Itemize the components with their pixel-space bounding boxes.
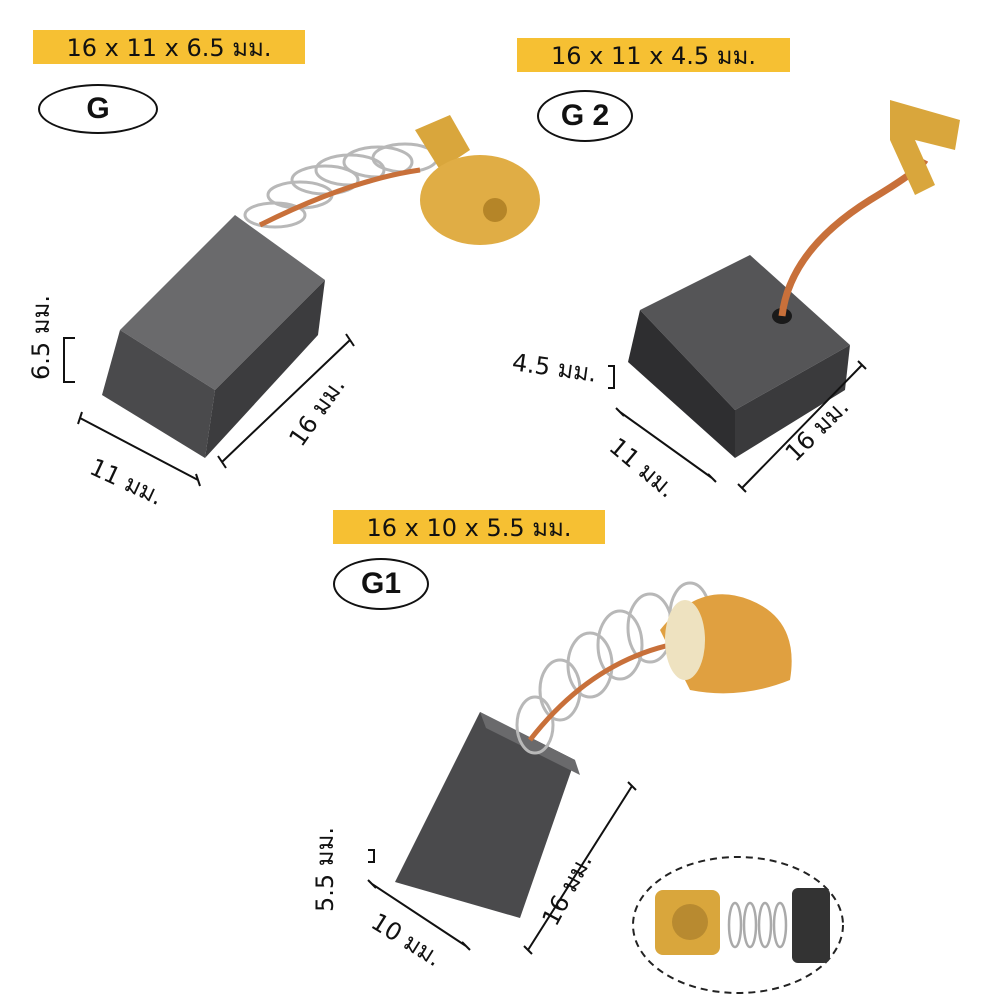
spring-g [243,142,439,229]
size-banner-g1: 16 x 10 x 5.5 มม. [333,510,605,544]
terminal-g [415,115,540,245]
terminal-g2 [890,100,960,195]
model-badge-g1: G1 [333,558,429,610]
dimension-thickness-g1: 5.5 มม. [311,826,340,913]
model-badge-g: G [38,84,158,134]
dimension-thickness-g: 6.5 มม. [27,294,56,381]
size-banner-g2: 16 x 11 x 4.5 มม. [517,38,790,72]
carbon-brush-g1 [395,712,580,918]
carbon-brush-g [102,215,325,458]
copper-wire-g [258,167,421,228]
carbon-brush-g2 [628,255,850,458]
dimension-lines [63,333,867,955]
size-banner-g: 16 x 11 x 6.5 มม. [33,30,305,64]
detail-inset [632,856,844,994]
model-badge-g2: G 2 [537,90,633,142]
copper-wire-g2 [778,158,929,317]
terminal-g1 [660,594,792,694]
